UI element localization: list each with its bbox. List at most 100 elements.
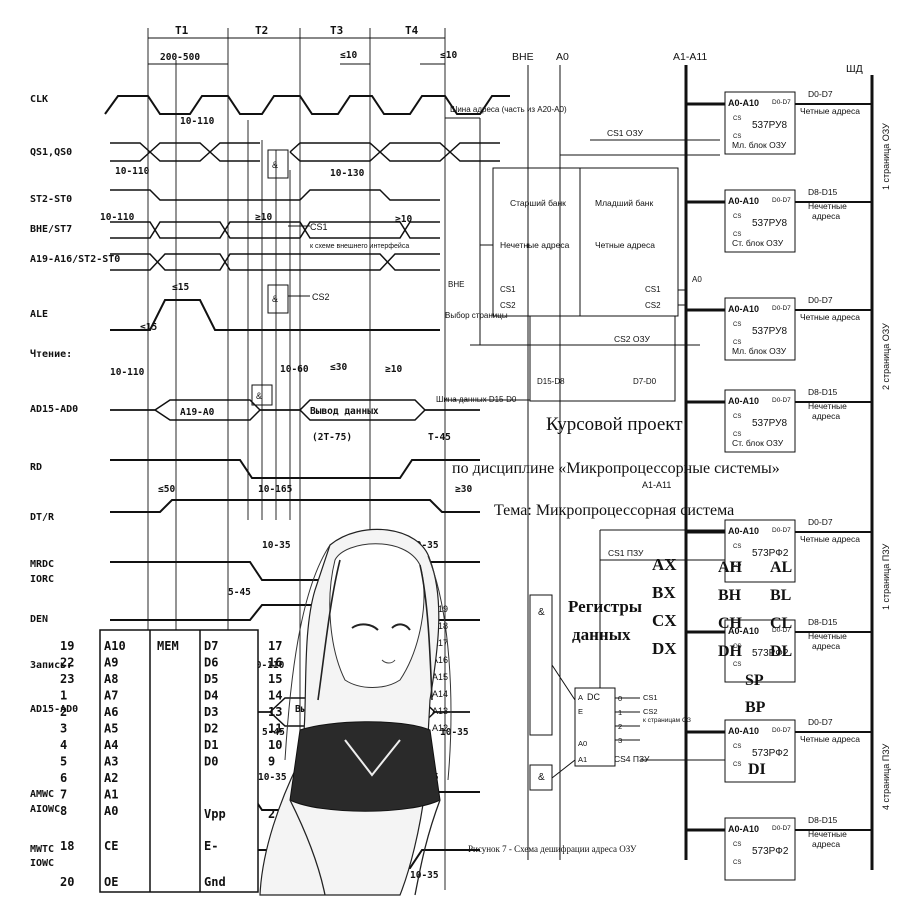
gate-label: к схеме внешнего интерфейса [310,242,409,250]
chip-note: Нечетные [808,201,847,211]
timing-annotation: 10-165 [258,484,293,495]
eprom-pin-number: 2 [60,705,67,719]
chip-name: 537РУ8 [752,418,787,429]
signal-label: DT/R [30,512,55,523]
timing-annotation: 10-35 [410,870,439,881]
signal-label: BHE/ST7 [30,224,72,235]
rd-waveform [110,459,480,479]
period-label: T1 [175,24,189,37]
timing-annotation: 5-45 [228,587,251,598]
pointer-register: DI [748,761,766,778]
decoder-input-label: A14 [432,689,448,699]
decoder-pin-label: E [578,707,583,716]
eprom-pin-number: 11 [268,722,282,736]
chip-note: Нечетные [808,829,847,839]
period-label: T3 [330,24,343,37]
chip-note: адреса [812,839,840,849]
chip-address-pins: A0-A10 [728,526,759,536]
timing-annotation: 5-45 [262,727,285,738]
eprom-pin-name: A7 [104,689,118,703]
register-name: AX [652,555,677,574]
gate-label: CS2 [312,292,330,302]
qs-waveform [110,142,260,162]
signal-label: IORC [30,574,54,585]
signal-label: AD15-AD0 [30,404,78,415]
pointer-register: BP [745,699,766,716]
eprom-pin-number: 15 [268,672,282,686]
registers-heading: Регистры [568,597,642,616]
eprom-name: MEM [157,639,179,653]
chip-data-pins: D0-D7 [772,825,791,832]
data-bus-note: Шина данных D15-D0 [436,395,517,404]
decoder-label: DC [587,692,600,702]
bank-pin-label: A0 [692,275,702,284]
page-label: 1 страница ПЗУ [881,543,891,610]
chip-name: 537РУ8 [752,326,787,337]
chip-description: Ст. блок ОЗУ [732,238,784,248]
eprom-pin-number: 17 [268,639,282,653]
gate-and-3 [251,384,273,406]
gate-label: & [272,160,278,170]
chip-data-pins: D0-D7 [772,197,791,204]
timing-annotation: ≤10 [340,50,357,61]
period-label: T4 [405,24,419,37]
decoder-input-label: A12 [432,723,448,733]
chip-cs-pin: CS [733,134,741,140]
register-high-byte: CH [718,615,743,632]
chip-cs-pin: CS [733,322,741,328]
chip-name: 573РФ2 [752,846,789,857]
bus-top-label: BHE [512,51,534,63]
timing-annotation: 10-35 [258,772,287,783]
timing-annotation: ≤10 [440,50,457,61]
chip-name: 537РУ8 [752,120,787,131]
bank-pin-label: CS2 [645,301,661,310]
page-label: 2 страница ОЗУ [881,323,891,390]
dtr-waveform [110,499,480,513]
eprom-pin-number: 1 [60,689,67,703]
bus-value-label: A19-A0 [180,407,215,418]
chip-data-pins: D0-D7 [772,727,791,734]
memory-chip [724,719,796,783]
girl-sketch-image [259,528,452,896]
decoder-output-label: 3 [618,736,622,745]
signal-label: Чтение: [30,348,72,360]
timing-annotation: ≤15 [172,282,189,293]
bus-top-label: ШД [846,63,863,75]
eprom-pin-number: 22 [60,656,74,670]
signal-label: AMWC [30,789,54,800]
chip-note: Четные адреса [800,106,860,116]
eprom-pin-number: 23 [60,672,74,686]
timing-annotation: ≥10 [385,364,402,375]
register-name: BX [652,583,676,602]
bus-value-label: Вывод данных [310,406,379,417]
eprom-pin-name: A5 [104,722,118,736]
st-waveform [110,189,440,201]
chip-cs-pin: CS [733,214,741,220]
bank-pin-label: CS1 [500,285,516,294]
eprom-pin-name: A9 [104,656,118,670]
register-low-byte: BL [770,587,791,604]
chip-note: Нечетные [808,401,847,411]
memory-chip [724,817,796,881]
registers-heading: данных [572,625,631,644]
chip-cs-pin: CS [733,562,741,568]
eprom-pin-number: 4 [60,738,67,752]
decoder-cs-out: CS1 [643,693,658,702]
chip-note: Нечетные [808,631,847,641]
eprom-pin-name: Gnd [204,875,226,889]
chip-data-pins: D0-D7 [772,397,791,404]
chip-address-pins: A0-A10 [728,626,759,636]
decoder-output-label: 2 [618,722,622,731]
eprom-pin-number: 19 [60,639,74,653]
timing-annotation: 10-130 [330,168,365,179]
eprom-pin-number: 20 [60,875,74,889]
chip-bus-label: D0-D7 [808,517,833,527]
chip-address-pins: A0-A10 [728,98,759,108]
eprom-pin-name: D5 [204,672,218,686]
bank-label: Нечетные адреса [500,240,570,250]
signal-label: DEN [30,614,48,625]
signal-label: MRDC [30,559,54,570]
timing-annotation: ≥10 [255,212,272,223]
page-label: 1 страница ОЗУ [881,123,891,190]
